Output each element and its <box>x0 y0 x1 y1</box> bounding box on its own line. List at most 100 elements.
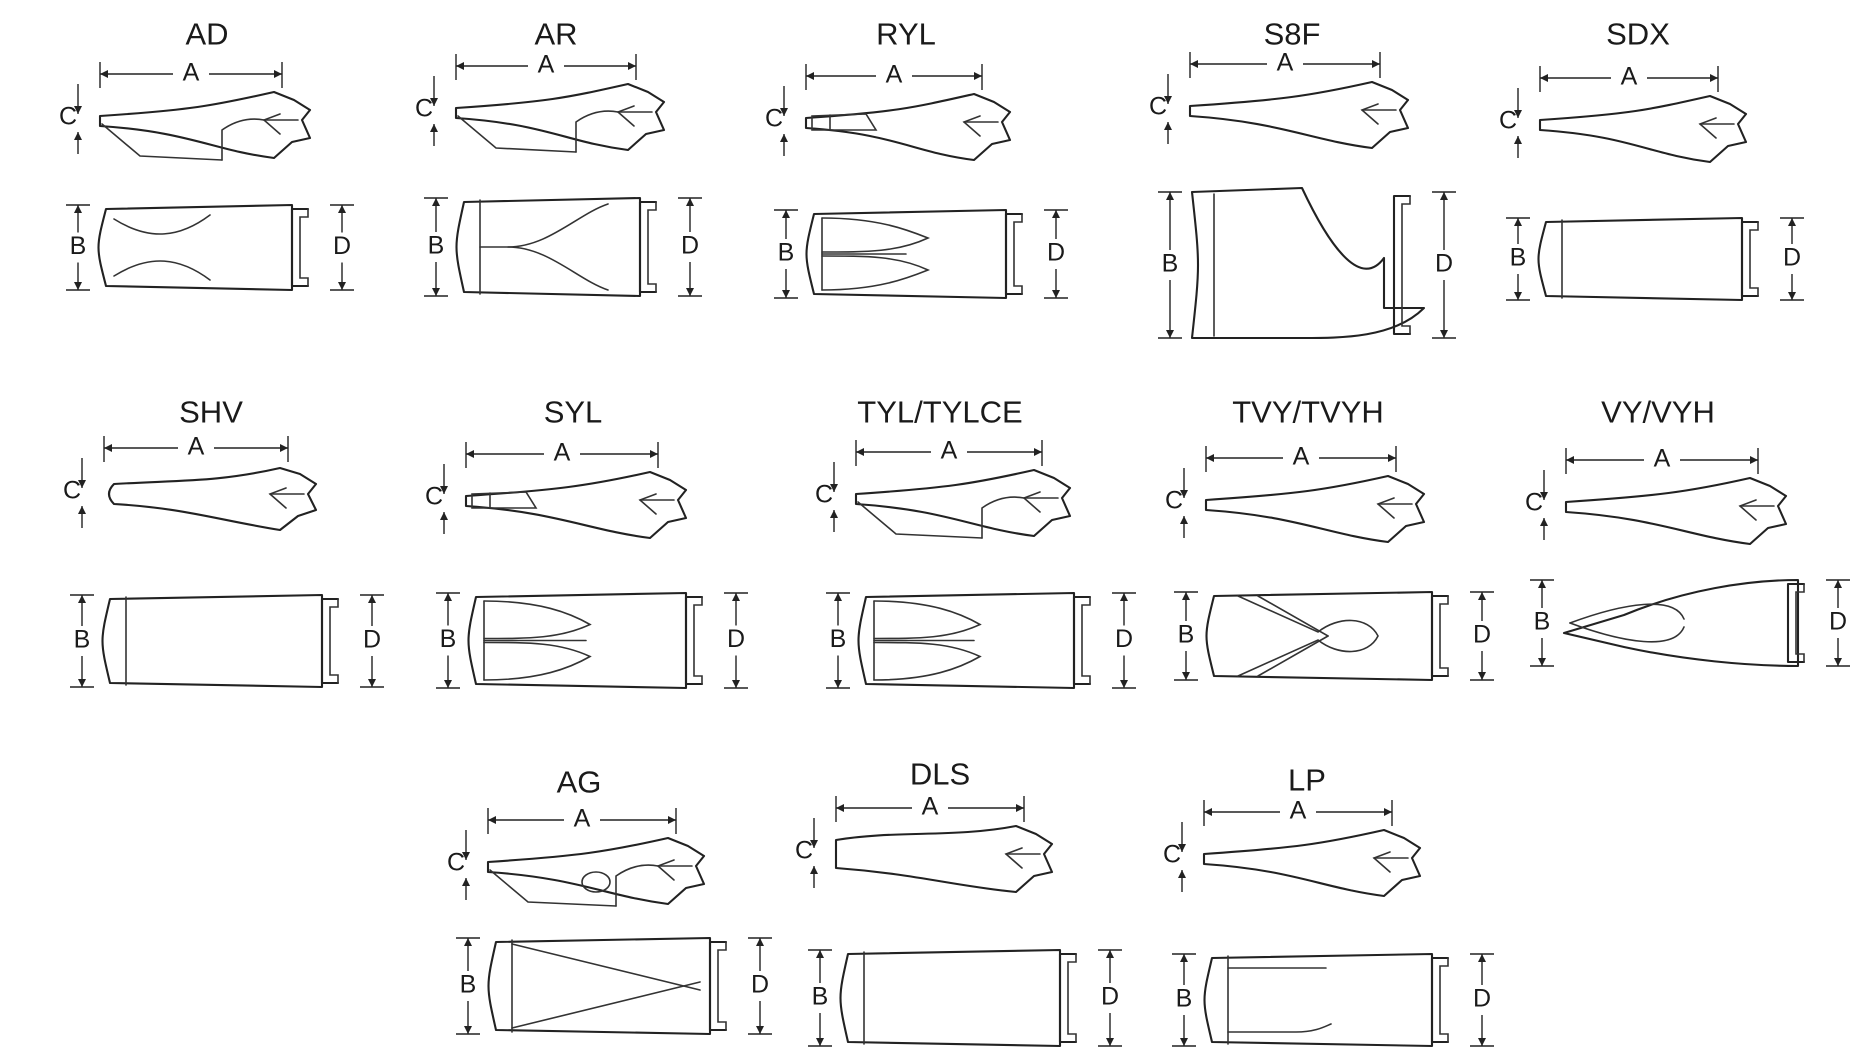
dim-d-label: D <box>751 971 769 999</box>
dim-b-label: B <box>428 232 445 260</box>
dim-a-label: A <box>1621 63 1638 91</box>
dim-b-label: B <box>460 971 477 999</box>
dim-d-label: D <box>727 625 745 653</box>
dim-c-label: C <box>795 837 813 865</box>
tooth-sdx: SDX A C B D <box>1499 16 1804 302</box>
tooth-ag: AG A C B D <box>447 764 772 1036</box>
dim-b-label: B <box>812 983 829 1011</box>
dim-a-label: A <box>183 59 200 87</box>
dim-c-label: C <box>1499 107 1517 135</box>
tooth-top-outline <box>486 836 706 906</box>
dim-d-label: D <box>1435 250 1453 278</box>
tooth-plan-outline <box>857 591 1076 690</box>
tooth-title: TYL/TYLCE <box>857 394 1022 429</box>
dim-d-label: D <box>1047 239 1065 267</box>
tooth-top-outline <box>834 824 1054 894</box>
dim-d-label: D <box>1783 244 1801 272</box>
dim-a-label: A <box>1293 443 1310 471</box>
tooth-plan-outline <box>467 591 688 690</box>
dim-d-label: D <box>1115 625 1133 653</box>
tooth-plan-outline <box>97 203 294 292</box>
tooth-title: AR <box>534 16 577 51</box>
dim-c-label: C <box>1165 487 1183 515</box>
dim-a-label: A <box>554 439 571 467</box>
dim-a-label: A <box>574 805 591 833</box>
dim-d-label: D <box>1473 621 1491 649</box>
dim-d-label: D <box>1829 608 1847 636</box>
tooth-top-outline <box>98 90 312 160</box>
tooth-ar: ARA C B D <box>415 16 702 298</box>
tooth-title: TVY/TVYH <box>1232 394 1384 429</box>
dim-c-label: C <box>447 849 465 877</box>
dim-d-label: D <box>333 232 351 260</box>
dim-d-label: D <box>1473 985 1491 1013</box>
tooth-plan-outline <box>455 196 642 298</box>
dim-b-label: B <box>830 625 847 653</box>
dim-b-label: B <box>1162 250 1179 278</box>
tooth-title: RYL <box>876 16 936 51</box>
tooth-title: VY/VYH <box>1601 394 1715 429</box>
tooth-top-outline <box>107 466 318 532</box>
tooth-plan-outline <box>839 948 1062 1048</box>
dim-c-label: C <box>815 481 833 509</box>
tooth-top-outline <box>1564 476 1788 546</box>
tooth-ad: AD A C B D <box>59 16 354 292</box>
tooth-plan-outline <box>1203 952 1434 1048</box>
dim-b-label: B <box>74 626 91 654</box>
tooth-top-outline <box>804 92 1012 162</box>
dim-c-label: C <box>425 483 443 511</box>
tooth-top-outline <box>1538 94 1748 164</box>
dim-c-label: C <box>63 477 81 505</box>
dim-a-label: A <box>1654 445 1671 473</box>
tooth-top-outline <box>1202 828 1422 898</box>
dim-a-label: A <box>922 793 939 821</box>
dim-d-label: D <box>1101 983 1119 1011</box>
tooth-title: SHV <box>179 394 243 429</box>
tooth-plan-outline <box>1562 578 1800 668</box>
dim-c-label: C <box>1149 93 1167 121</box>
tooth-top-outline <box>1188 80 1410 150</box>
dim-d-label: D <box>681 232 699 260</box>
dim-b-label: B <box>1510 244 1527 272</box>
tooth-plan-outline <box>1205 590 1434 682</box>
tooth-title: DLS <box>910 756 970 791</box>
dim-b-label: B <box>778 239 795 267</box>
dim-a-label: A <box>188 433 205 461</box>
tooth-top-outline <box>454 82 666 152</box>
tooth-vy: VY/VYH A C B D <box>1525 394 1850 668</box>
dim-a-label: A <box>886 61 903 89</box>
dim-a-label: A <box>538 51 555 79</box>
tooth-title: SYL <box>544 394 603 429</box>
tooth-title: AG <box>557 764 602 799</box>
tooth-title: AD <box>185 16 228 51</box>
tooth-shv: SHV A C B D <box>63 394 384 689</box>
dim-b-label: B <box>1176 985 1193 1013</box>
tooth-title: LP <box>1288 762 1326 797</box>
dim-b-label: B <box>440 625 457 653</box>
dim-c-label: C <box>1163 841 1181 869</box>
tooth-plan-outline <box>1537 216 1744 302</box>
tooth-plan-outline <box>1190 186 1426 340</box>
tooth-plan-outline <box>101 593 324 689</box>
tooth-title: S8F <box>1264 16 1321 51</box>
tooth-syl: SYL A C B D <box>425 394 748 690</box>
dim-b-label: B <box>1534 608 1551 636</box>
dim-c-label: C <box>1525 489 1543 517</box>
dim-b-label: B <box>70 232 87 260</box>
tooth-top-outline <box>854 468 1072 538</box>
tooth-title: SDX <box>1606 16 1670 51</box>
tooth-top-outline <box>464 470 688 540</box>
tooth-plan-outline <box>805 208 1008 300</box>
dim-d-label: D <box>363 626 381 654</box>
dim-c-label: C <box>415 95 433 123</box>
dim-a-label: A <box>1277 49 1294 77</box>
dim-c-label: C <box>59 103 77 131</box>
tooth-top-outline <box>1204 474 1426 544</box>
